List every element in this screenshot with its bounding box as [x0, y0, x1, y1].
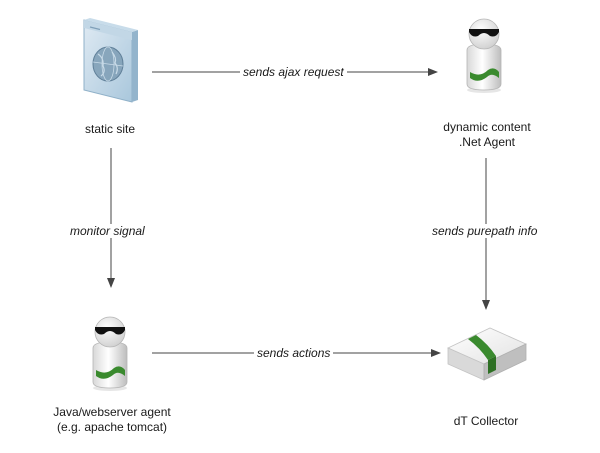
purepath-info-label: sends purepath info	[429, 224, 541, 238]
collector-node	[444, 318, 530, 386]
static-site-node	[70, 16, 150, 108]
browser-window-globe-icon	[83, 18, 138, 103]
agent-with-sunglasses-icon	[92, 316, 128, 391]
dynamic-content-label: dynamic content .Net Agent	[443, 120, 531, 149]
ajax-request-label: sends ajax request	[240, 65, 347, 79]
monitor-signal-label: monitor signal	[67, 224, 148, 238]
actions-label: sends actions	[254, 346, 334, 360]
java-agent-node	[84, 312, 136, 392]
collector-appliance-icon	[447, 327, 527, 381]
dynamic-content-node	[458, 14, 510, 94]
java-agent-label: Java/webserver agent (e.g. apache tomcat…	[53, 405, 171, 434]
static-site-label: static site	[84, 122, 135, 136]
agent-with-sunglasses-icon	[466, 18, 502, 93]
collector-label: dT Collector	[453, 414, 519, 428]
